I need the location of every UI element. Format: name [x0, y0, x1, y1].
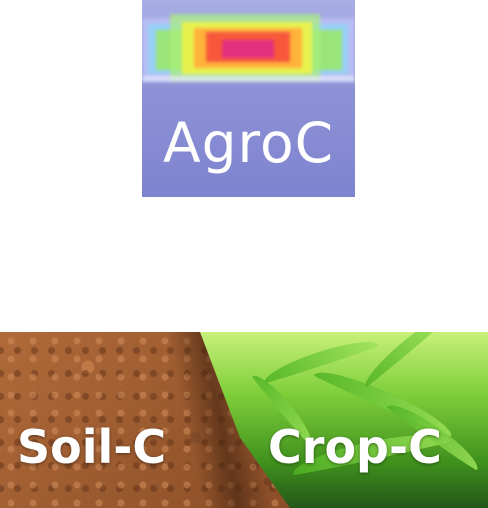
soil-crop-banner: Soil-C Crop-C [0, 332, 488, 508]
heatmap-graphic [142, 0, 355, 100]
soil-c-label: Soil-C [17, 420, 167, 474]
crop-c-label: Crop-C [268, 420, 442, 474]
logo-wordmark: AgroC [163, 111, 334, 175]
agroc-logo: AgroC [142, 0, 355, 197]
